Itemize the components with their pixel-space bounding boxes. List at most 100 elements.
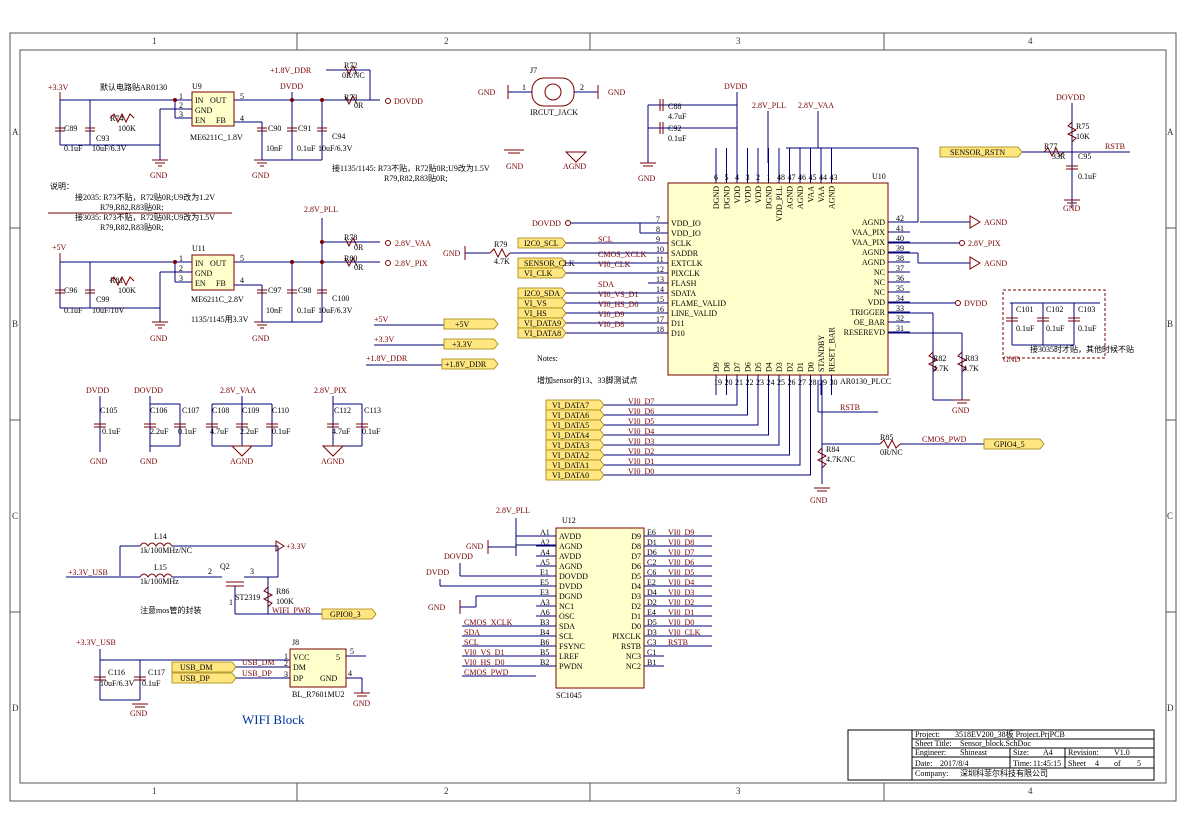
- vi-data-wire: [604, 395, 811, 476]
- zone-row-a: A: [12, 127, 19, 137]
- c109-val: 2.2uF: [240, 427, 259, 436]
- u10-right-pin-name: RESEREVD: [844, 328, 886, 337]
- u10-right-pin-num: 42: [896, 214, 904, 223]
- gpio4-5-label: GPIO4_5: [994, 440, 1025, 449]
- r82-ref: R82: [933, 354, 946, 363]
- c91-val: 0.1uF: [297, 144, 316, 153]
- u10-left-port-label: VI_VS: [524, 299, 547, 308]
- vi-data-net-label: VI0_D7: [628, 397, 654, 406]
- cmos-pwd-net: CMOS_PWD: [922, 435, 967, 444]
- u10-right-pin-name: AGND: [862, 218, 885, 227]
- gnd-label-4: GND: [252, 334, 270, 343]
- zone-col-1-bottom: 1: [152, 786, 157, 796]
- j8-pin-dp: DP: [293, 674, 304, 683]
- notes-left-l3: 接3035: R73不贴，R72贴0R;U9改为1.5V: [75, 212, 215, 222]
- u10-bottom-pin-name: D2: [786, 362, 795, 372]
- pwr-33v-port-label: +3.3V: [452, 340, 473, 349]
- c98-val: 0.1uF: [297, 306, 316, 315]
- u10-right-pin-num: 33: [896, 304, 904, 313]
- r79-ref: R79: [494, 240, 507, 249]
- c93-ref: C93: [96, 134, 109, 143]
- j8-pin-num-1: 1: [284, 652, 288, 661]
- u10-left-port: [517, 267, 567, 279]
- zone-row-a-right: A: [1167, 127, 1174, 137]
- usb-dm-port: [171, 661, 237, 673]
- r73-val: 0R: [354, 101, 364, 110]
- u10-bottom-pin-num: 22: [746, 378, 754, 387]
- u12-right-pin-num: D3: [647, 628, 657, 637]
- c103-val: 0.1uF: [1078, 324, 1097, 333]
- tb-sheet-label: Sheet: [1068, 759, 1087, 768]
- r77-val: 33R: [1052, 152, 1066, 161]
- c112-val: 4.7uF: [332, 427, 351, 436]
- c96-val: 0.1uF: [64, 306, 83, 315]
- u9-part: ME6211C_1.8V: [190, 133, 243, 142]
- u10-part: AR0130_PLCC: [840, 377, 891, 386]
- u10-left-pin-name: FLAME_VALID: [671, 299, 726, 308]
- r80-ref: R80: [344, 254, 357, 263]
- j7-pin2: 2: [580, 83, 584, 92]
- u10-dvdd-right: DVDD: [964, 299, 987, 308]
- usb-dp-port: [171, 672, 237, 684]
- u10-top-pin-num: 44: [819, 173, 827, 182]
- u12-right-pins: E6D9D1D8D6D7C2D6C6D5E2D4D4D3D2D2E4D1D5D0…: [612, 528, 712, 671]
- u10-agnd-right1: AGND: [984, 218, 1007, 227]
- u10-left-port: [517, 297, 567, 309]
- tb-size: A4: [1043, 748, 1053, 757]
- u10-right-pin-num: 38: [896, 254, 904, 263]
- notes-left: 说明： 接2035: R73不贴，R72贴0R;U9改为1.2V R79,R82…: [48, 181, 232, 232]
- u10-left-port: [517, 317, 567, 329]
- u12-left-pin-name: AVDD: [559, 532, 581, 541]
- dec-dovdd-label: DOVDD: [134, 386, 163, 395]
- u10-left-pin-name: D11: [671, 319, 684, 328]
- tb-engineer-label: Engineer:: [915, 748, 946, 757]
- rstb-bottom: RSTB: [840, 403, 860, 412]
- zone-col-3-bottom: 3: [736, 786, 741, 796]
- notes-left-l4: R79,R82,R83贴0R;: [100, 222, 164, 232]
- c116-val: 10uF/6.3V: [100, 679, 135, 688]
- vi-data-wire: [604, 395, 759, 426]
- u10-bottom-pin-num: 25: [777, 378, 785, 387]
- r75-val: 10K: [1076, 132, 1090, 141]
- ddr-label-top: +1.8V_DDR: [270, 66, 312, 75]
- u10-left-port-label: VI_CLK: [524, 269, 553, 278]
- u12-left-pin-name: AVDD: [559, 552, 581, 561]
- u10-top-pin-name: VDD_PLL: [775, 186, 784, 222]
- u10-right-pin-num: 39: [896, 244, 904, 253]
- u10-left-pin-num: 9: [656, 235, 660, 244]
- u10-right-pin-num: 36: [896, 274, 904, 283]
- u12-right-pin-num: E2: [647, 578, 656, 587]
- gnd-u11-2: GND: [252, 321, 270, 343]
- u10-left-port: [517, 327, 567, 339]
- zone-labels: 1 2 3 4 1 2 3 4 A B C D A B C D: [12, 36, 1174, 796]
- u12-right-pin-num: C2: [647, 558, 656, 567]
- zone-col-3: 3: [736, 36, 741, 46]
- u11-pin-in: IN: [195, 259, 204, 268]
- c99-val: 10uF/10V: [92, 306, 125, 315]
- pwr-ddr-net: +1.8V_DDR: [366, 354, 408, 363]
- notes-left-title: 说明：: [50, 181, 74, 191]
- r75-ref: R75: [1076, 122, 1089, 131]
- u11-note: 1135/1145用3.3V: [191, 315, 249, 324]
- u12-right-pin-num: D6: [647, 548, 657, 557]
- u10-left-pin-name: EXTCLK: [671, 259, 703, 268]
- u11-pin-gnd: GND: [195, 269, 213, 278]
- u10-left-net-label: CMOS_XCLK: [598, 250, 647, 259]
- u12-right-net-label: VI0_D9: [668, 528, 694, 537]
- c95-ref: C95: [1078, 152, 1091, 161]
- rstb-dovdd-label: DOVDD: [1056, 93, 1085, 102]
- u10-left-port: [517, 237, 567, 249]
- notes-mid-test: 增加sensor的13、33脚测试点: [537, 375, 637, 385]
- u10-top-pin-name: AGND: [786, 186, 795, 209]
- c89-ref: C89: [64, 124, 77, 133]
- r79-gnd-label: GND: [443, 249, 461, 258]
- zone-col-2-bottom: 2: [444, 786, 449, 796]
- u10-top-pin-num: 3: [746, 173, 750, 182]
- c94-val: 10uF/6.3V: [318, 144, 353, 153]
- u10-right-pin-name: AGND: [862, 258, 885, 267]
- u10-left-pin-name: SDATA: [671, 289, 696, 298]
- j8-pin-num-5b: 5: [350, 647, 354, 656]
- c109-ref: C109: [242, 406, 259, 415]
